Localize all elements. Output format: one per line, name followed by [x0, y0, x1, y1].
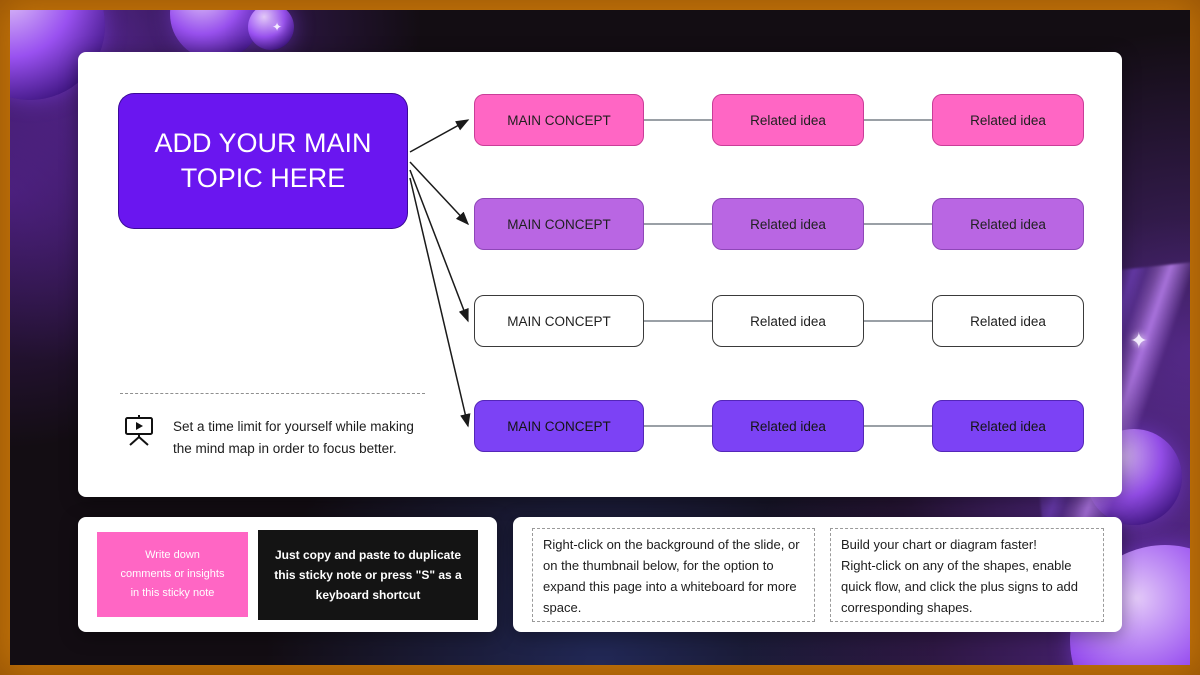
sparkle-icon: ✦: [1129, 328, 1148, 353]
mindmap-row: MAIN CONCEPT Related idea Related idea: [474, 94, 1084, 146]
tips-card: Right-click on the background of the sli…: [513, 517, 1122, 632]
related-idea-node[interactable]: Related idea: [932, 295, 1084, 347]
related-idea-node[interactable]: Related idea: [712, 295, 864, 347]
connector-line: [864, 119, 932, 121]
related-idea-node[interactable]: Related idea: [712, 198, 864, 250]
main-topic-box[interactable]: ADD YOUR MAIN TOPIC HERE: [118, 93, 408, 229]
dashed-divider: [120, 393, 425, 394]
mindmap-row: MAIN CONCEPT Related idea Related idea: [474, 400, 1084, 452]
sparkle-icon: ✦: [272, 20, 283, 34]
mindmap-row: MAIN CONCEPT Related idea Related idea: [474, 295, 1084, 347]
related-idea-node[interactable]: Related idea: [932, 94, 1084, 146]
main-concept-node[interactable]: MAIN CONCEPT: [474, 198, 644, 250]
connector-line: [644, 119, 712, 121]
connector-line: [864, 223, 932, 225]
black-sticky-note[interactable]: Just copy and paste to duplicate this st…: [258, 530, 478, 620]
presentation-screen-icon: [122, 414, 156, 451]
main-concept-node[interactable]: MAIN CONCEPT: [474, 400, 644, 452]
connector-line: [644, 425, 712, 427]
decor-bubble: [248, 10, 294, 50]
tip-textbox-whiteboard[interactable]: Right-click on the background of the sli…: [532, 528, 815, 622]
main-concept-node[interactable]: MAIN CONCEPT: [474, 295, 644, 347]
related-idea-node[interactable]: Related idea: [932, 198, 1084, 250]
mindmap-row: MAIN CONCEPT Related idea Related idea: [474, 198, 1084, 250]
connector-line: [644, 223, 712, 225]
related-idea-node[interactable]: Related idea: [932, 400, 1084, 452]
mindmap-card: ADD YOUR MAIN TOPIC HERE MAIN CONCEPT Re…: [78, 52, 1122, 497]
main-concept-node[interactable]: MAIN CONCEPT: [474, 94, 644, 146]
sticky-notes-card: Write down comments or insights in this …: [78, 517, 497, 632]
connector-line: [864, 320, 932, 322]
tip-textbox-quickflow[interactable]: Build your chart or diagram faster! Righ…: [830, 528, 1104, 622]
footnote-text: Set a time limit for yourself while maki…: [173, 419, 414, 456]
connector-line: [644, 320, 712, 322]
pink-sticky-note[interactable]: Write down comments or insights in this …: [97, 532, 248, 617]
connector-line: [864, 425, 932, 427]
related-idea-node[interactable]: Related idea: [712, 94, 864, 146]
related-idea-node[interactable]: Related idea: [712, 400, 864, 452]
